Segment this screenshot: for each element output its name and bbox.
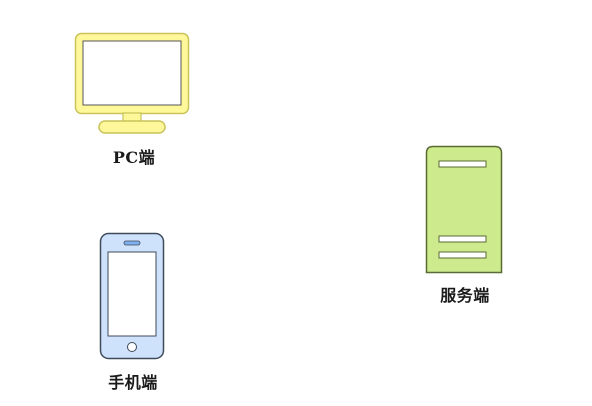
monitor-icon: [74, 32, 190, 136]
mobile-label: 手机端: [108, 373, 158, 392]
server-label: 服务端: [440, 286, 490, 305]
smartphone-icon: [99, 232, 165, 360]
pc-label: PC端: [112, 148, 156, 167]
server-icon: [425, 145, 503, 275]
